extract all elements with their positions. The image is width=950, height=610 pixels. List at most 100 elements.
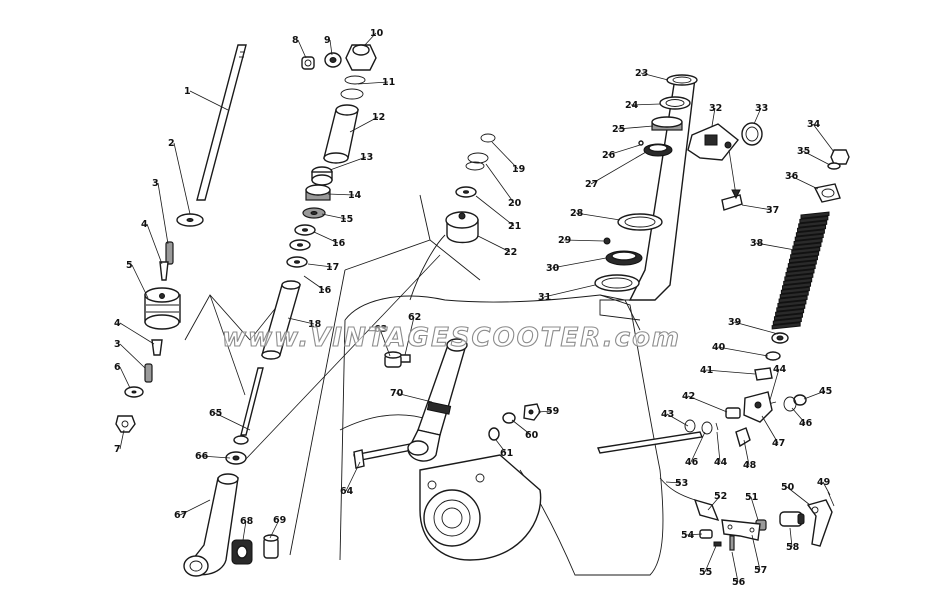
part-number-label: 40: [712, 342, 726, 353]
part-16-washer-a: [294, 224, 316, 236]
leader-line: [705, 369, 756, 375]
part-number-label: 13: [360, 152, 373, 163]
part-number-label: 36: [785, 171, 799, 182]
part-number-label: 5: [126, 260, 133, 271]
part-4-pin-lower: [151, 339, 163, 356]
leader-line: [761, 415, 779, 444]
leader-line: [790, 175, 819, 190]
leader-line: [491, 141, 519, 170]
part-number-label: 30: [546, 263, 560, 274]
leader-line: [119, 366, 131, 389]
leader-line: [802, 150, 831, 166]
part-number-label: 21: [508, 221, 521, 232]
leader-line: [590, 151, 647, 185]
leader-line: [563, 239, 605, 242]
part-number-label: 9: [324, 35, 331, 46]
part-number-label: 56: [732, 577, 746, 588]
part-number-label: 58: [786, 542, 800, 553]
part-number-label: 37: [766, 205, 779, 216]
part-number-label: 44: [714, 457, 728, 468]
leader-line: [822, 481, 831, 496]
part-22-cap: [445, 211, 479, 244]
part-number-label: 1: [184, 86, 191, 97]
leader-line: [475, 195, 515, 227]
part-number-label: 53: [675, 478, 688, 489]
leader-line: [666, 413, 689, 427]
leader-line: [357, 81, 389, 85]
leader-line: [395, 392, 433, 403]
leader-line: [119, 322, 155, 345]
part-61-washer: [488, 427, 500, 441]
part-68-knurled-nut: [231, 539, 253, 565]
part-number-label: 27: [585, 179, 598, 190]
part-44-pin-bottom: [715, 422, 719, 431]
part-number-label: 64: [340, 486, 354, 497]
leader-line: [717, 346, 769, 357]
leader-line: [769, 368, 780, 401]
leader-line: [716, 431, 721, 463]
leader-line: [157, 182, 169, 245]
leader-line: [363, 32, 377, 47]
part-11-rings: [340, 75, 366, 100]
part-18-tube: [261, 280, 301, 360]
part-number-label: 12: [372, 112, 385, 123]
part-number-label: 63: [374, 324, 387, 335]
part-43-ring: [684, 419, 696, 433]
part-55-pin: [713, 541, 722, 547]
leader-line: [495, 439, 507, 454]
leader-line: [731, 551, 739, 583]
leader-line: [755, 242, 796, 251]
watermark: www.VINTAGESCOOTER.com: [222, 323, 681, 353]
part-number-label: 11: [382, 77, 395, 88]
leader-line: [690, 431, 706, 463]
part-number-label: 46: [799, 418, 813, 429]
leader-line: [321, 213, 347, 220]
leader-line: [297, 39, 307, 59]
part-number-label: 18: [308, 319, 322, 330]
part-number-label: 35: [797, 146, 810, 157]
leader-line: [812, 123, 835, 153]
part-number-label: 59: [546, 406, 559, 417]
part-49-pin: [827, 491, 835, 507]
part-24-ring: [659, 96, 691, 110]
part-56-pin: [729, 535, 735, 551]
part-38-spring: [771, 211, 830, 330]
part-number-label: 24: [625, 100, 639, 111]
leader-line: [786, 486, 811, 506]
part-9-washer: [324, 52, 342, 68]
part-69-bush: [263, 534, 279, 559]
part-70-shock: [407, 338, 468, 462]
part-60-washer: [502, 412, 516, 424]
part-number-label: 41: [700, 365, 713, 376]
part-15-washer: [302, 207, 326, 219]
part-number-label: 60: [525, 430, 539, 441]
leader-line: [242, 520, 247, 541]
part-number-label: 28: [570, 208, 584, 219]
part-number-label: 7: [114, 444, 121, 455]
part-64-bolt: [353, 443, 413, 469]
part-3-spring-lower: [144, 363, 153, 383]
leader-line: [791, 407, 806, 424]
part-number-label: 17: [326, 262, 339, 273]
part-number-label: 34: [807, 119, 821, 130]
part-3-spring-upper: [165, 241, 174, 265]
part-37-screw: [721, 149, 743, 211]
part-number-label: 4: [141, 219, 148, 230]
leader-line: [750, 496, 759, 521]
part-number-label: 43: [661, 409, 674, 420]
part-34-nut: [830, 149, 850, 165]
leader-line: [313, 231, 339, 244]
leader-line: [789, 527, 793, 548]
leader-line: [345, 461, 361, 492]
part-number-label: 6: [114, 362, 121, 373]
leader-line: [551, 257, 607, 269]
part-number-label: 62: [408, 312, 421, 323]
part-46-ring-right: [783, 396, 797, 412]
part-50-lever: [806, 499, 833, 547]
part-25-nut: [651, 116, 683, 131]
part-number-label: 3: [114, 339, 121, 350]
part-number-label: 61: [500, 448, 513, 459]
part-23-ring: [666, 74, 698, 86]
part-number-label: 2: [168, 138, 175, 149]
